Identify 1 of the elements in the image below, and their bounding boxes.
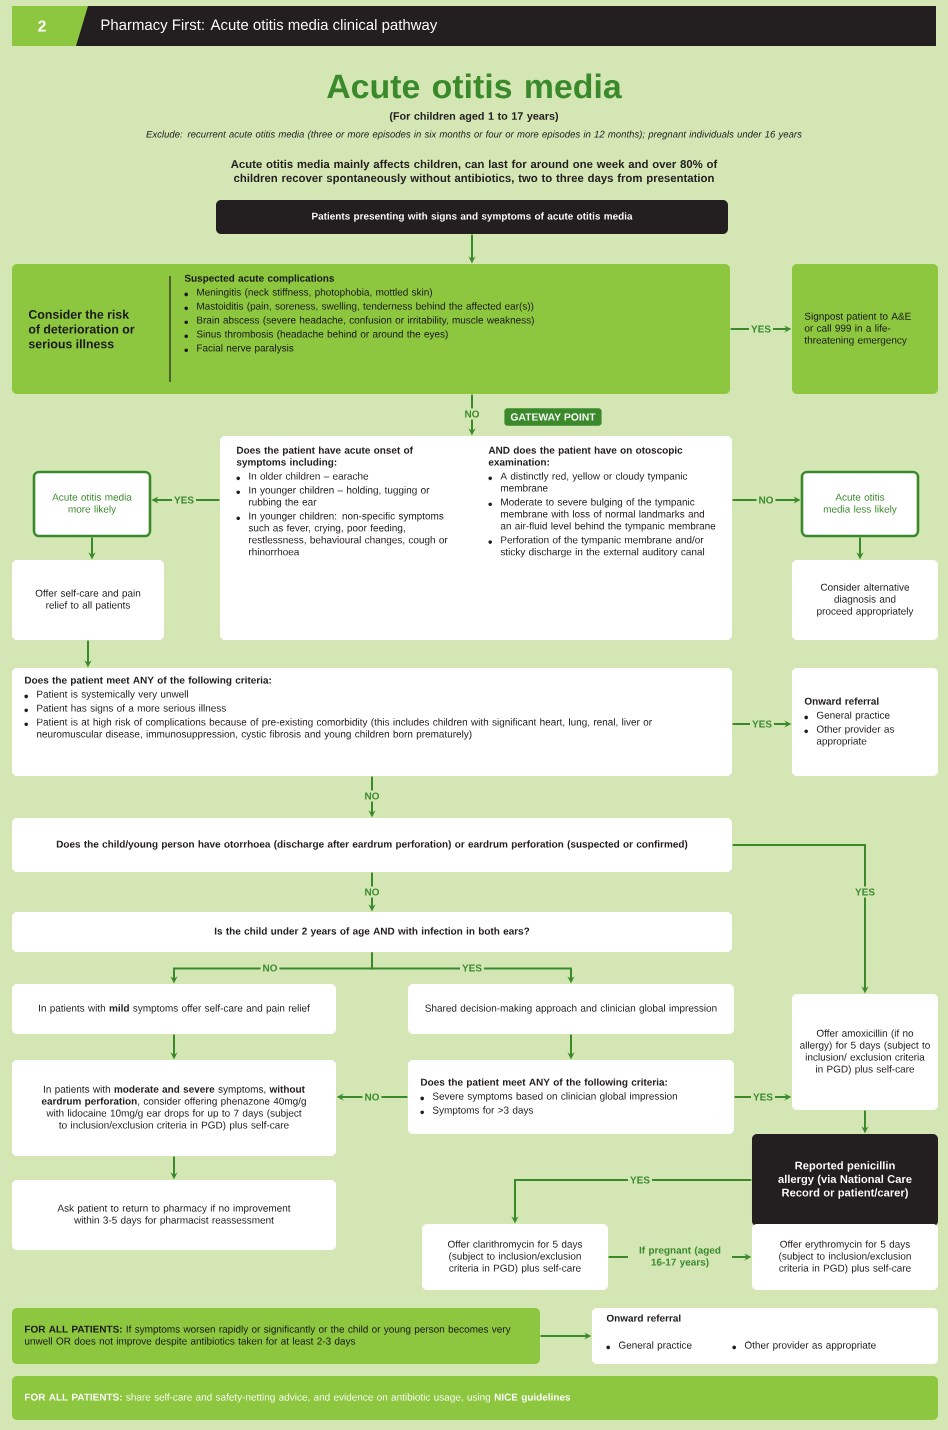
heading: Acute otitis media	[327, 73, 622, 99]
